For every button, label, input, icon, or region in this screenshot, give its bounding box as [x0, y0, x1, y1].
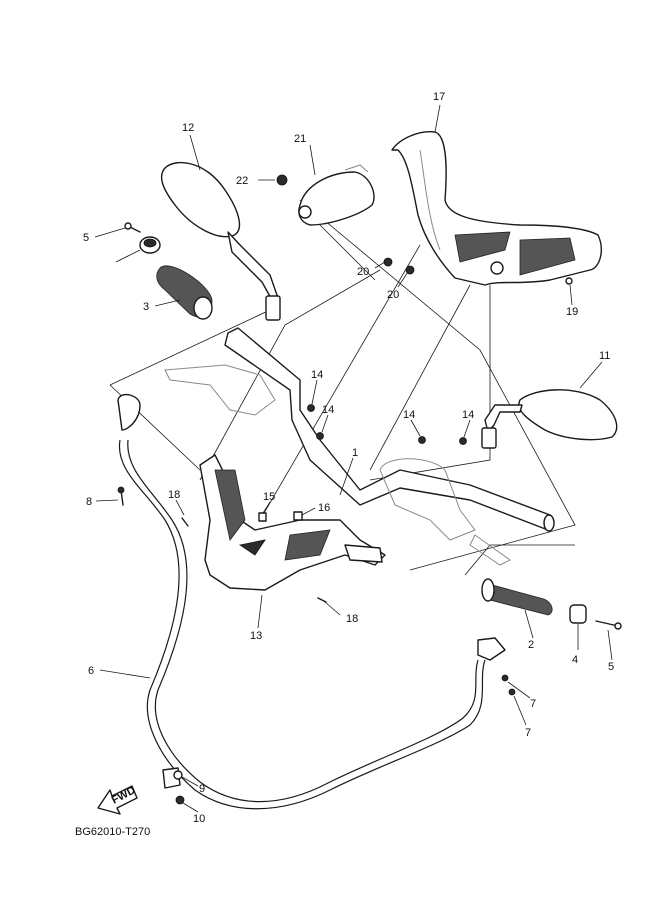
screws-18 — [181, 517, 327, 603]
callout-6: 6 — [88, 665, 94, 677]
right-grip — [481, 578, 553, 616]
screws-20 — [383, 257, 415, 275]
callout-12: 12 — [182, 122, 194, 134]
callout-3: 3 — [143, 301, 149, 313]
left-grip — [156, 265, 213, 320]
clip-16 — [293, 511, 303, 521]
callout-16: 16 — [318, 502, 330, 514]
cable-bolts-7 — [501, 674, 516, 696]
clip-15 — [258, 512, 267, 522]
screws-14 — [307, 404, 467, 445]
callout-14-b: 14 — [322, 404, 334, 416]
callout-11: 11 — [599, 350, 610, 362]
lever-ghost-right — [379, 458, 511, 566]
screw-right — [595, 620, 622, 630]
right-mirror — [481, 389, 618, 449]
assembly-outline-lines — [109, 199, 576, 576]
lever-ghost-left — [164, 364, 276, 416]
callout-21: 21 — [294, 133, 306, 145]
screw-10 — [175, 795, 185, 805]
callout-2: 2 — [528, 639, 534, 651]
callout-4: 4 — [572, 654, 578, 666]
callout-10: 10 — [193, 813, 205, 825]
grip-end-weight-right — [569, 604, 587, 624]
callout-14-d: 14 — [462, 409, 474, 421]
screw-19 — [565, 277, 573, 285]
callout-8: 8 — [86, 496, 92, 508]
callout-1: 1 — [352, 447, 358, 459]
screw-left — [124, 222, 141, 233]
callout-18-a: 18 — [168, 489, 180, 501]
clamp-9 — [162, 767, 183, 789]
callout-14-a: 14 — [311, 369, 323, 381]
callout-13: 13 — [250, 630, 262, 642]
handlebar-cover — [298, 164, 375, 226]
grip-end-weight-left — [139, 236, 161, 254]
lower-handle-cover — [199, 454, 386, 591]
forward-direction-arrow: FWD — [97, 784, 138, 815]
callout-20-b: 20 — [387, 289, 399, 301]
callout-5-right: 5 — [608, 661, 614, 673]
callout-17: 17 — [433, 91, 445, 103]
callout-7-a: 7 — [530, 698, 536, 710]
upper-handle-cover — [391, 131, 602, 286]
callout-22: 22 — [236, 175, 248, 187]
callout-19: 19 — [566, 306, 578, 318]
brake-cables — [117, 393, 506, 810]
callout-5-left: 5 — [83, 232, 89, 244]
callout-7-b: 7 — [525, 727, 531, 739]
handlebar — [224, 327, 555, 532]
callout-14-c: 14 — [403, 409, 415, 421]
figure-code: BG62010-T270 — [75, 826, 150, 838]
cover-bolt — [276, 174, 288, 186]
callout-15: 15 — [263, 491, 275, 503]
callout-labels: 1 2 3 4 5 5 6 7 7 8 9 10 11 12 13 14 14 … — [83, 91, 614, 825]
callout-leaders — [94, 104, 613, 813]
callout-18-b: 18 — [346, 613, 358, 625]
left-mirror — [160, 161, 281, 321]
callout-20-a: 20 — [357, 266, 369, 278]
bolt-8 — [117, 486, 125, 506]
callout-9: 9 — [199, 783, 205, 795]
